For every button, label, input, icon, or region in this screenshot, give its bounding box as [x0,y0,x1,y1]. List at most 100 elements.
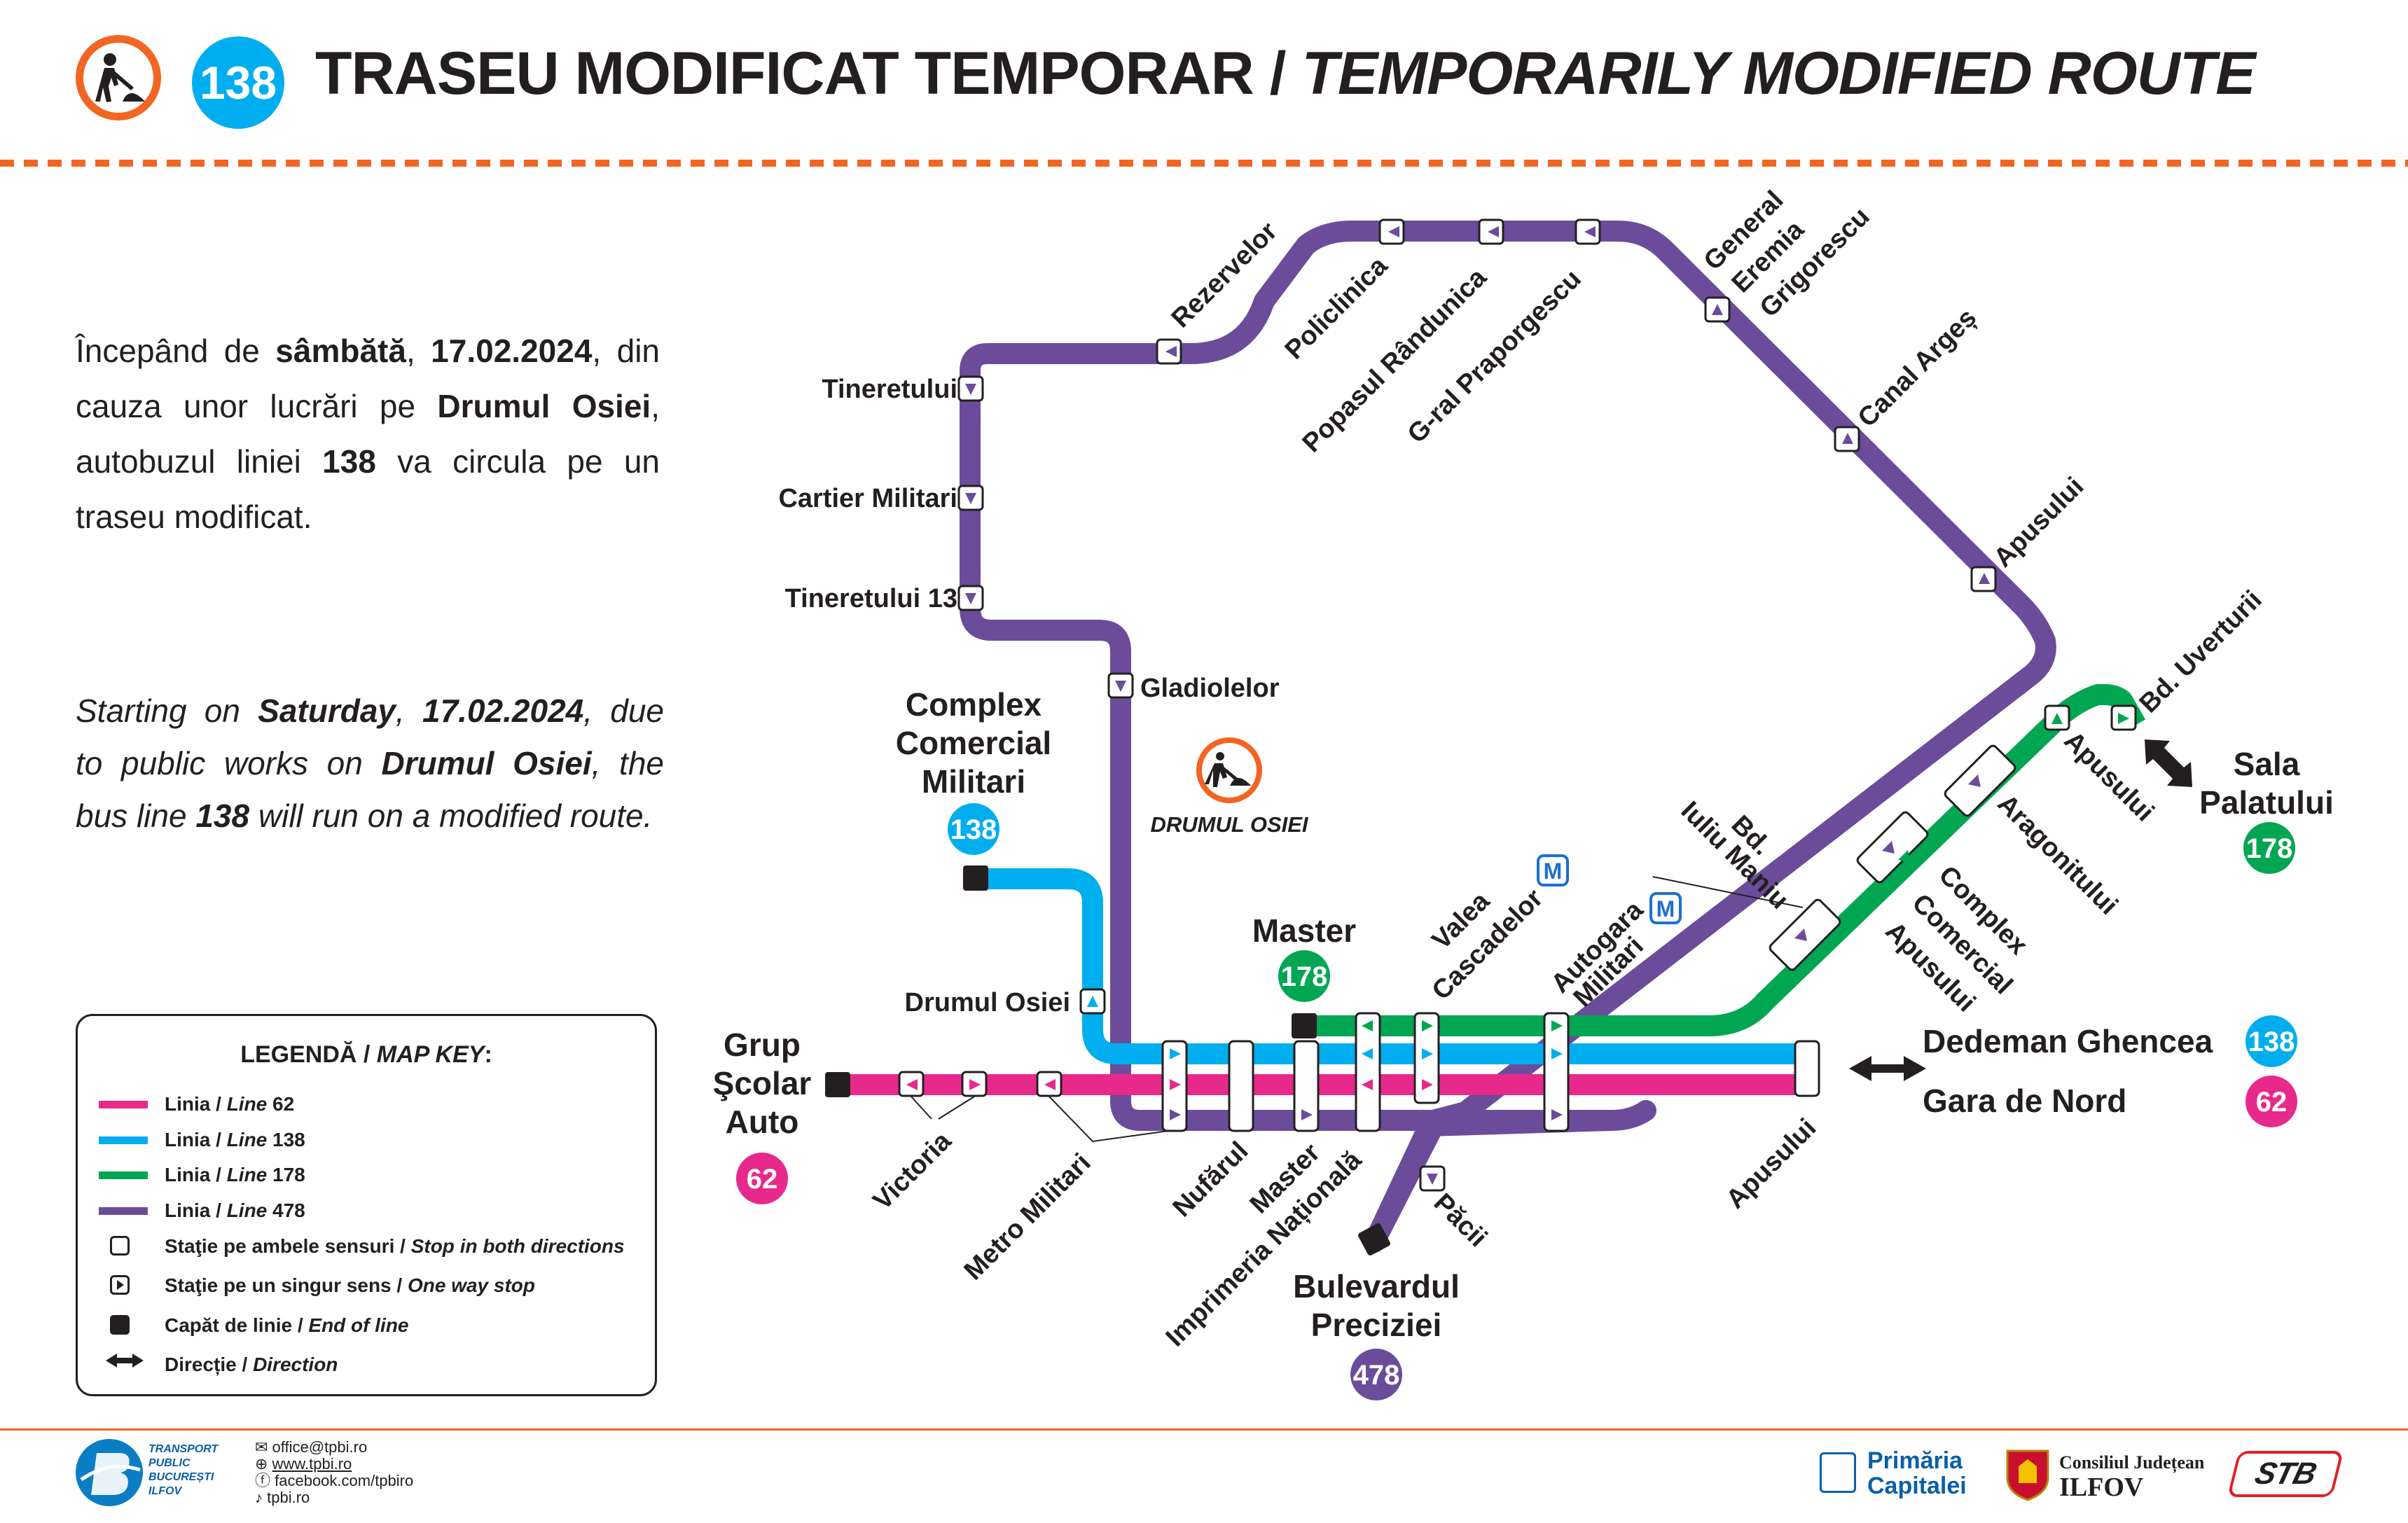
terminal-master-label: Master [1252,912,1356,949]
legend-icon-direction [106,1354,144,1368]
route-number-badge: 138 [192,36,284,129]
stop-label-canal-arges: Canal Argeș [1853,303,1983,433]
legend-swatch-178 [99,1171,148,1179]
badge-138-dedeman [2246,1015,2297,1067]
stop-label-pacii: Păcii [1428,1188,1493,1253]
terminal-bulevardul-1: Bulevardul [1293,1268,1460,1305]
line-478-path [960,221,2056,1253]
stop-drumul-osiei-arrow [1087,996,1098,1007]
stop-label-popasul: Popasul Rândunica [1297,263,1493,459]
page-title: TRASEU MODIFICAT TEMPORAR / TEMPORARILY … [315,40,2256,107]
direction-arrows-top [965,226,1990,1185]
line-478-pacii [1364,1117,1446,1247]
legend-line-138: Linia / Line 138 [165,1129,305,1150]
legend-swatch-138 [99,1136,148,1144]
legend-swatch-62 [99,1101,148,1108]
terminal-grup-3: Auto [726,1104,799,1140]
notice-romanian: Începând de sâmbătă, 17.02.2024, din cau… [76,333,660,535]
header: 138 TRASEU MODIFICAT TEMPORAR / TEMPORAR… [0,0,2408,161]
legend-swatch-478 [99,1207,148,1215]
stop-label-apusului-diag: Apusului [2058,726,2160,828]
badge-62-grup [736,1153,788,1204]
legend-end-of-line: Capăt de linie / End of line [165,1314,409,1336]
consiliul-name: Consiliul Județean ILFOV [2059,1452,2205,1502]
contact-block: ✉ office@tpbi.ro ⊕ www.tpbi.ro ⓕ faceboo… [255,1439,413,1506]
terminal-bulevardul-2: Preciziei [1311,1307,1442,1343]
direction-icon [1849,739,2192,1081]
notice-english: Starting on Saturday, 17.02.2024, due to… [76,693,665,834]
terminal-complex-2: Comercial [896,725,1051,761]
stb-logo: STB [2227,1451,2344,1497]
terminal-bulevardul-preciziei [1358,1223,1390,1256]
stop-label-apusului-bottom: Apusului [1721,1113,1822,1215]
tiktok-icon: ♪ [255,1489,268,1506]
terminal-grup-2: Şcolar [713,1065,812,1101]
stop-label-bd-uverturii: Bd. Uverturii [2134,585,2268,718]
terminal-dedeman: Dedeman Ghencea [1923,1023,2213,1059]
terminal-labels: Complex Comercial Militari Master Grup Ş… [713,686,2334,1343]
terminal-complex-3: Militari [922,763,1025,800]
terminal-sala-1: Sala [2234,746,2300,782]
svg-text:M: M [1656,896,1675,922]
stop-label-metro-militari: Metro Militari [959,1148,1097,1286]
legend-line-478: Linia / Line 478 [165,1199,305,1221]
corridor-direction-arrows [906,1020,1563,1120]
line-178-path [1304,684,2146,1036]
leader-lines [911,876,1804,1143]
works-label: DRUMUL OSIEI [1150,812,1308,837]
legend-title: LEGENDĂ / MAP KEY: [240,1041,492,1068]
line-badges: 138 178 62 478 138 62 178 [736,803,2297,1400]
legend-direction: Direcție / Direction [165,1354,338,1375]
contact-facebook[interactable]: facebook.com/tpbiro [275,1472,414,1489]
terminal-complex-1: Complex [906,686,1042,723]
stop-label-aragonitului: Aragonitului [1992,789,2124,921]
web-icon: ⊕ [255,1455,272,1473]
stop-label-cartier-militari: Cartier Militari [778,484,957,513]
legend-icon-end-of-line [110,1315,130,1335]
stop-label-drumul-osiei: Drumul Osiei [905,988,1071,1017]
ilfov-crest-icon [2006,1449,2049,1501]
tpbi-logo [76,1439,143,1506]
line-138-path [975,868,1814,1064]
terminal-grup-scolar [825,1072,850,1097]
badge-62-gara [2246,1076,2297,1127]
email-icon: ✉ [255,1438,272,1456]
header-divider [0,160,2408,167]
terminal-master [1292,1013,1317,1038]
badge-178-master [1278,950,1330,1002]
terminal-gara-de-nord: Gara de Nord [1923,1083,2126,1119]
legend-stop-one-way: Staţie pe un singur sens / One way stop [165,1274,536,1296]
terminal-grup-1: Grup [724,1027,801,1063]
stop-labels-horizontal: Tineretului Cartier Militari Tineretului… [778,375,1279,1017]
legend-line-178: Linia / Line 178 [165,1164,305,1185]
svg-text:478: 478 [1353,1360,1400,1391]
legend-stop-both: Staţie pe ambele sensuri / Stop in both … [165,1235,625,1257]
badge-138-complex [948,803,999,855]
svg-text:62: 62 [747,1164,778,1195]
terminal-complex-comercial [963,865,988,891]
road-works-map-icon [1196,737,1262,803]
contact-web[interactable]: www.tpbi.ro [272,1455,352,1473]
primaria-logo-icon [1820,1452,1856,1493]
terminal-labels-left: Dedeman Ghencea Gara de Nord [1923,1023,2213,1119]
road-works-icon [76,35,161,120]
footer-divider [0,1428,2408,1431]
legend-line-62: Linia / Line 62 [165,1093,295,1115]
stop-label-apusului-top: Apusului [1988,472,2090,573]
svg-text:138: 138 [950,814,997,845]
contact-email[interactable]: office@tpbi.ro [272,1438,368,1456]
badge-478-bulevardul [1350,1349,1402,1400]
badge-178-sala [2243,822,2295,874]
diagonal-direction-arrows [1794,713,2129,941]
contact-tiktok[interactable]: tpbi.ro [267,1489,310,1506]
metro-icon: M M [1537,854,1682,924]
stop-label-gladiolelor: Gladiolelor [1140,674,1280,703]
svg-text:M: M [1544,858,1563,884]
svg-text:178: 178 [1281,961,1328,992]
svg-text:138: 138 [2248,1027,2295,1057]
svg-text:178: 178 [2246,833,2293,864]
svg-text:62: 62 [2256,1087,2288,1118]
